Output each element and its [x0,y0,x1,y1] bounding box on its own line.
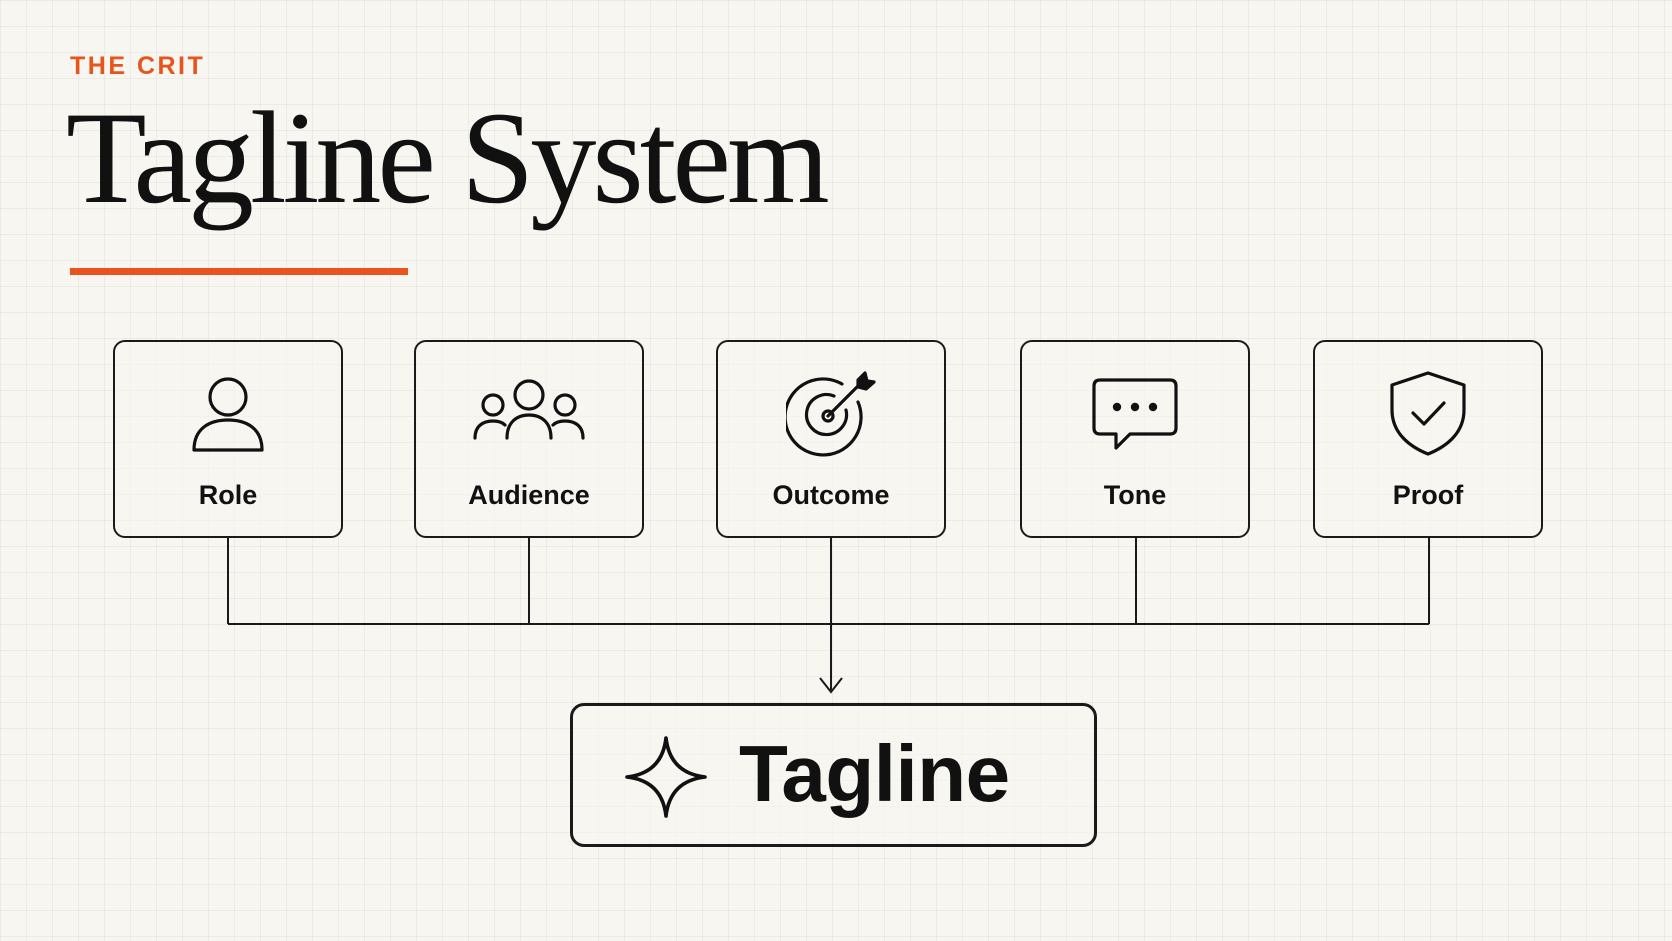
input-label: Tone [1103,480,1167,510]
input-box-outcome: Outcome [716,340,946,538]
sparkle-icon [625,736,707,818]
output-box-tagline: Tagline [570,703,1097,847]
shield-check-icon [1315,368,1541,458]
input-label: Audience [468,480,590,510]
speech-bubble-icon [1022,368,1248,458]
input-label: Outcome [772,480,890,510]
input-box-tone: Tone [1020,340,1250,538]
input-label: Role [198,480,258,510]
output-label: Tagline [739,729,1010,818]
title-underline [70,268,408,275]
input-box-audience: Audience [414,340,644,538]
person-icon [115,368,341,458]
input-box-role: Role [113,340,343,538]
target-icon [718,368,944,458]
input-box-proof: Proof [1313,340,1543,538]
page-title: Tagline System [66,84,830,231]
group-icon [416,368,642,458]
input-label: Proof [1392,480,1464,510]
eyebrow-label: THE CRIT [70,52,206,80]
